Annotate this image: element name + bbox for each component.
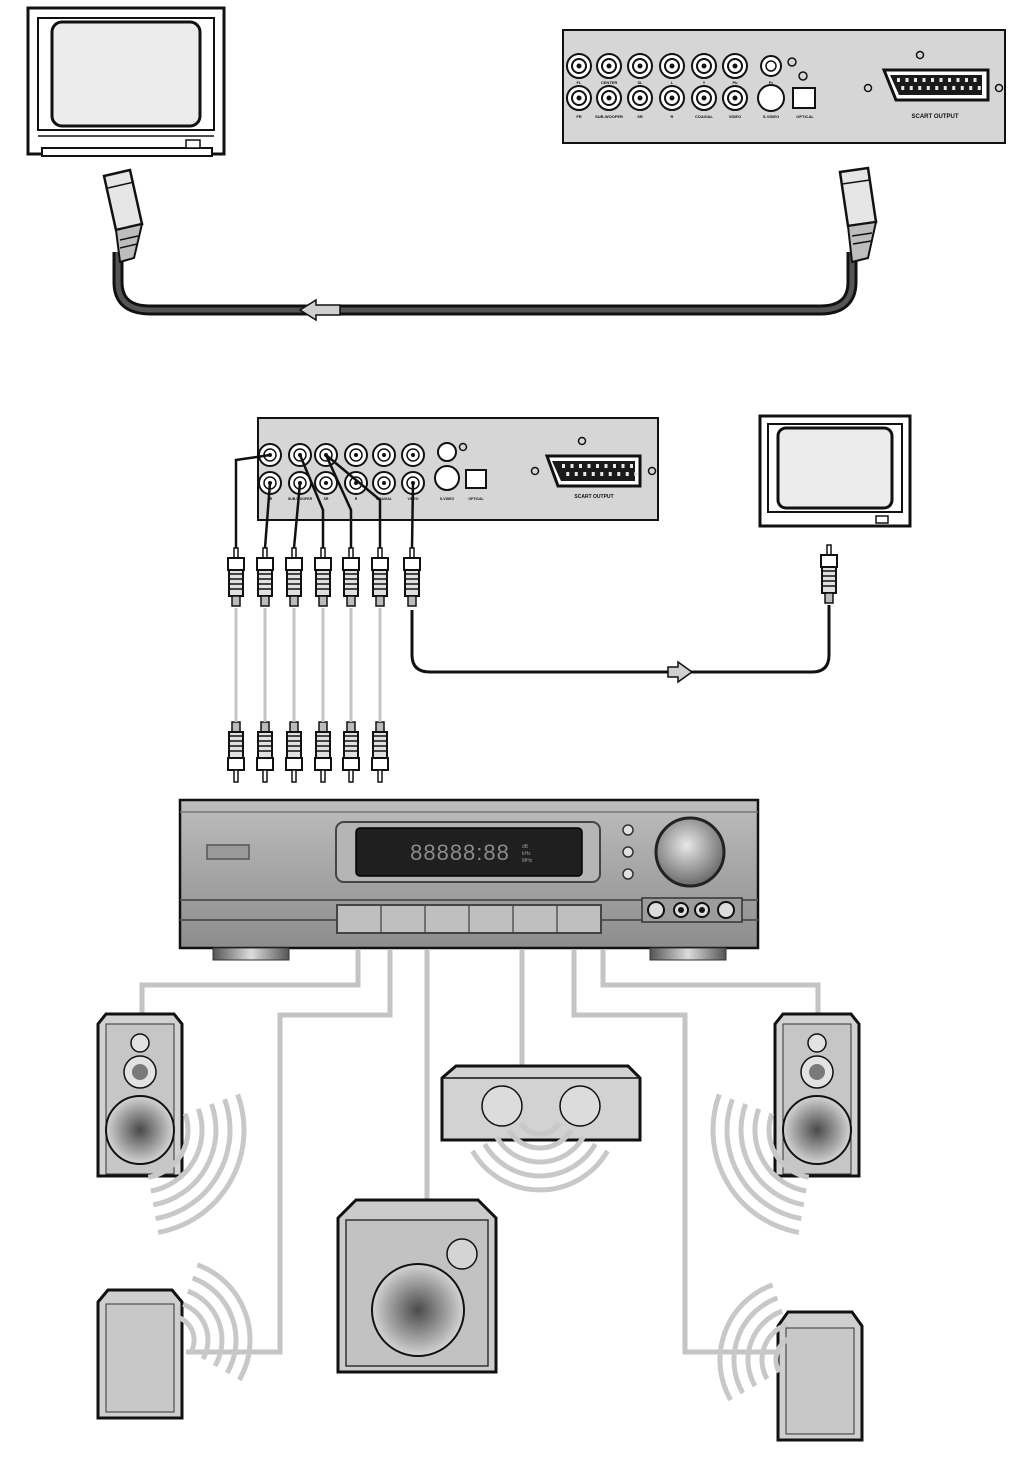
jack-label-bottom: SUB-WOOFER (288, 497, 313, 501)
jack-label-top: CENTER (601, 80, 618, 85)
jack-label-top: Y (703, 80, 706, 85)
sound-wave-arc (155, 1098, 233, 1222)
optical-jack (792, 87, 816, 109)
scart-output-label-bottom: SCART OUTPUT (574, 494, 613, 500)
scart-plug-right (838, 166, 878, 264)
sound-wave-arc (752, 1107, 807, 1194)
sound-wave-arc (186, 1288, 225, 1368)
jack-label-top: L (671, 80, 674, 85)
panel-wires (234, 453, 415, 549)
sound-wave-arc (147, 1112, 191, 1180)
sound-wave-arc (150, 1107, 205, 1194)
jack-label-top: Pb (732, 80, 738, 85)
optical-jack-bottom (465, 469, 487, 489)
sound-wave-arc (470, 1149, 610, 1193)
scart-cable-top (102, 166, 878, 322)
scart-output-label-top: SCART OUTPUT (912, 114, 959, 120)
sound-wave-arc (738, 1103, 805, 1208)
jack-label-bottom: S-VIDEO (440, 497, 455, 501)
tv-top-screen (50, 20, 202, 128)
sound-wave-arc (182, 1301, 211, 1361)
tv-bottom (758, 414, 912, 528)
scart-socket-top (881, 68, 990, 102)
jack-label-top: SL (637, 80, 643, 85)
sound-wave-arc (759, 1321, 788, 1381)
video-cable (410, 605, 831, 684)
arrow-left-icon (298, 298, 341, 322)
jack-label-bottom: SUB-WOOFER (595, 114, 623, 119)
sound-wave-arc (710, 1093, 800, 1235)
sound-wave-arc (506, 1128, 574, 1151)
scart-plug-left (102, 168, 144, 264)
sound-wave-arc (152, 1103, 219, 1208)
rca-plugs-upper (227, 544, 838, 607)
jack-label-bottom: OPTICAL (468, 497, 484, 501)
tv-top (26, 6, 226, 157)
jack-label-bottom: VIDEO (729, 114, 741, 119)
jack-label-top: FL (577, 80, 582, 85)
rca-plugs-lower (227, 721, 389, 783)
sound-wave-arc (196, 1262, 253, 1382)
speaker-front-right (773, 1012, 861, 1178)
arrow-right-icon (667, 660, 694, 684)
jack-label-bottom: SR (637, 114, 643, 119)
subwoofer (336, 1198, 498, 1374)
jack-label-bottom: R (671, 114, 674, 119)
sound-wave-arc (717, 1282, 774, 1402)
jack-label-bottom: COAXIAL (376, 497, 393, 501)
sound-wave-arc (191, 1275, 239, 1375)
grey-rca-cables (234, 608, 382, 722)
unit-khz: kHz (522, 851, 531, 857)
speaker-center (440, 1064, 642, 1142)
speaker-front-left (96, 1012, 184, 1178)
volume-knob (654, 816, 726, 888)
av-receiver: 88888:88 dB kHz MHz (139, 798, 821, 1355)
jack-label-bottom: S-VIDEO (763, 114, 779, 119)
jack-label-bottom: SR (324, 497, 329, 501)
tv-power-button (185, 139, 201, 149)
receiver-display (355, 827, 583, 877)
jack-label-bottom: FR (268, 497, 273, 501)
sound-wave-arc (731, 1295, 779, 1395)
sound-wave-arc (773, 1335, 793, 1374)
sound-wave-arc (494, 1135, 586, 1165)
jack-label-bottom: FR (576, 114, 581, 119)
unit-mhz: MHz (522, 858, 533, 864)
display-digits: 88888:88 (410, 840, 510, 865)
s-video-jack (757, 84, 785, 112)
speaker-rear-left (96, 1288, 184, 1420)
jack-label-bottom: R (355, 497, 358, 501)
jack-label-top: Pr (769, 80, 774, 85)
tv-bottom-screen (776, 426, 894, 510)
sound-wave-arc (518, 1121, 562, 1137)
sound-wave-arc (157, 1093, 247, 1235)
speaker-wires (139, 950, 821, 1355)
sound-wave-arc (177, 1315, 197, 1354)
sound-wave-arc (482, 1142, 598, 1179)
scart-socket-bottom (544, 454, 642, 488)
jack-label-bottom: OPTICAL (796, 114, 814, 119)
unit-db: dB (522, 844, 529, 850)
jack-label-bottom: COAXIAL (695, 114, 714, 119)
s-video-jack-bottom (434, 465, 460, 491)
sound-waves (147, 1093, 810, 1402)
sound-wave-arc (766, 1112, 810, 1180)
sound-wave-arc (724, 1098, 802, 1222)
speaker-rear-right (776, 1310, 864, 1442)
sound-wave-arc (745, 1308, 784, 1388)
